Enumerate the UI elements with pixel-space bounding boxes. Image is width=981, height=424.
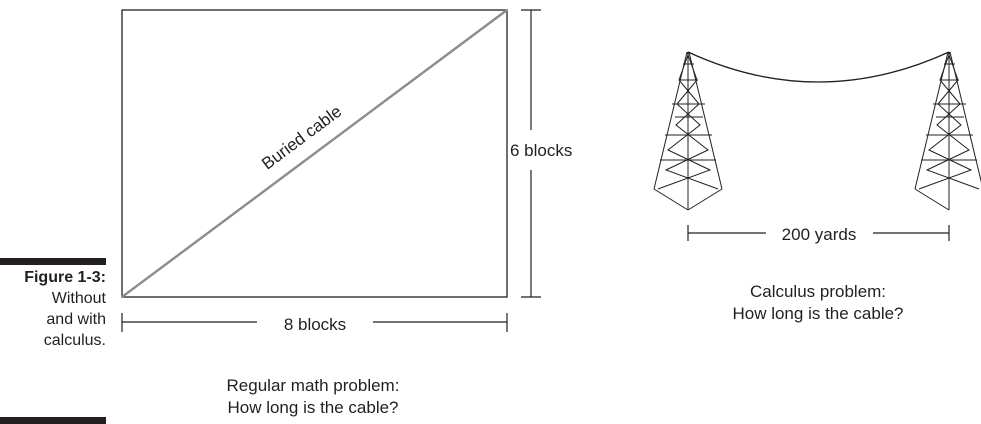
- figure-caption: Figure 1-3: Without and with calculus.: [24, 267, 106, 351]
- left-diagram: Buried cable 6 blocks 8 blocks Regular m…: [121, 9, 572, 417]
- figure-caption-line-1: Without: [51, 290, 106, 307]
- height-dimension: [521, 9, 541, 298]
- hanging-cable: [687, 51, 950, 83]
- left-question-line-2: How long is the cable?: [227, 398, 398, 417]
- city-blocks-rectangle: [121, 9, 508, 298]
- right-diagram: 200 yards Calculus problem: How long is …: [653, 51, 981, 323]
- buried-cable-diagonal: [121, 9, 508, 298]
- right-question-line-2: How long is the cable?: [732, 304, 903, 323]
- distance-label: 200 yards: [782, 225, 857, 244]
- height-label: 6 blocks: [510, 141, 572, 160]
- distance-dimension: [687, 225, 950, 241]
- left-transmission-tower: [653, 51, 723, 211]
- right-transmission-tower: [914, 51, 981, 211]
- right-question-line-1: Calculus problem:: [750, 282, 886, 301]
- figure-caption-line-3: calculus.: [43, 332, 106, 349]
- figure-caption-line-2: and with: [46, 311, 106, 328]
- caption-top-bar: [0, 258, 106, 265]
- figure-caption-label: Figure 1-3:: [24, 269, 106, 286]
- width-dimension: [121, 313, 508, 332]
- left-question-line-1: Regular math problem:: [227, 376, 400, 395]
- caption-bottom-bar: [0, 417, 106, 424]
- width-label: 8 blocks: [284, 315, 346, 334]
